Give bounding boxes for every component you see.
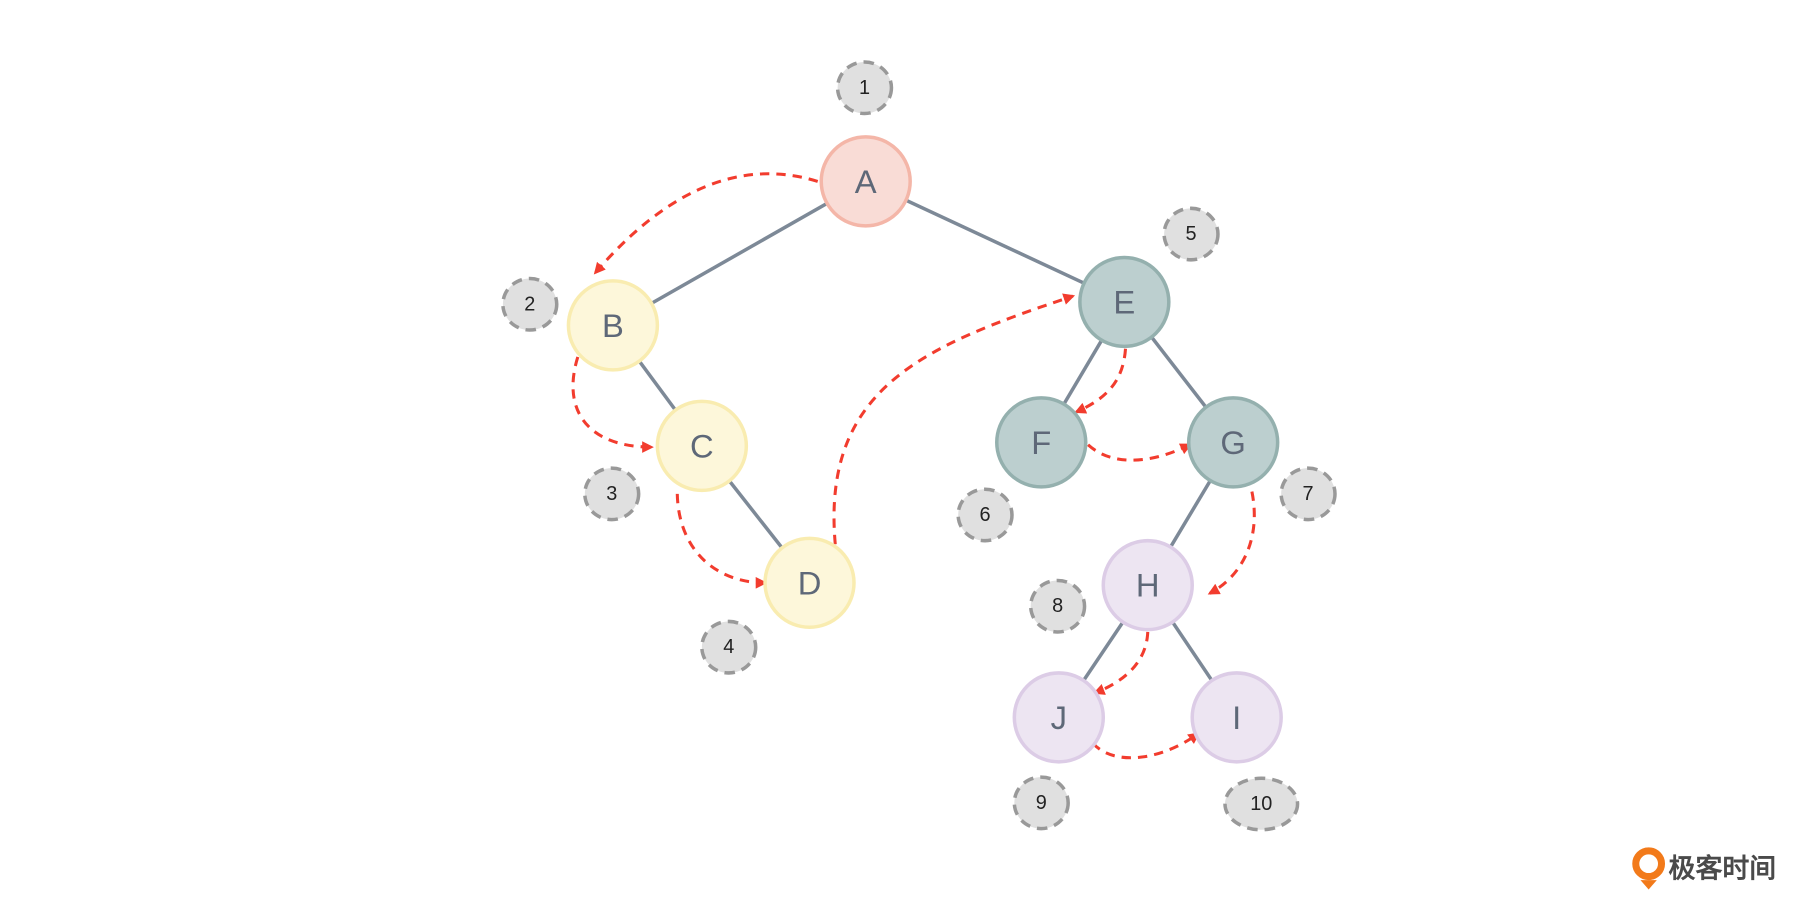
arrow-C-to-D	[675, 493, 768, 589]
order-badge: 10	[1223, 776, 1300, 832]
geektime-logo-icon	[1632, 847, 1666, 890]
badge-label: 1	[859, 77, 870, 99]
node-C: C	[655, 399, 749, 493]
order-badge: 1	[835, 60, 894, 116]
node-circle	[566, 279, 660, 372]
tree-nodes: A B C D E F G H J I	[566, 135, 1283, 764]
arrow-F-to-G	[1087, 443, 1192, 462]
order-badge: 5	[1162, 206, 1220, 262]
node-label: G	[1220, 424, 1245, 461]
node-label: F	[1031, 424, 1051, 461]
order-badge: 2	[501, 276, 559, 332]
node-D: D	[763, 536, 856, 630]
arrow-E-to-F	[1074, 348, 1128, 414]
badge-label: 5	[1186, 223, 1197, 245]
node-A: A	[819, 135, 912, 228]
arrow-J-to-I	[1091, 732, 1200, 760]
arrow-B-to-C	[571, 356, 654, 453]
node-label: H	[1136, 567, 1160, 604]
traversal-arrows	[571, 172, 1256, 760]
arrow-A-to-B	[593, 172, 819, 275]
node-label: C	[690, 427, 714, 464]
node-F: F	[995, 396, 1088, 489]
node-label: J	[1051, 699, 1067, 736]
edge-A-E	[864, 179, 1126, 304]
node-label: B	[602, 307, 624, 344]
geektime-logo: 极客时间	[1632, 847, 1777, 890]
node-circle	[1186, 396, 1280, 489]
badge-label: 9	[1036, 792, 1047, 814]
node-circle	[1190, 671, 1283, 764]
node-E: E	[1078, 255, 1171, 349]
node-B: B	[566, 279, 660, 372]
order-badge: 9	[1012, 775, 1070, 831]
edge-A-B	[612, 179, 867, 327]
node-circle	[763, 536, 856, 630]
arrow-D-to-E	[832, 293, 1076, 545]
node-G: G	[1186, 396, 1280, 489]
node-circle	[1101, 538, 1194, 632]
node-circle	[1078, 255, 1171, 349]
node-circle	[655, 399, 749, 493]
node-circle	[995, 396, 1088, 489]
order-badge: 6	[956, 487, 1014, 543]
node-circle	[1012, 671, 1106, 764]
order-badge: 3	[583, 466, 641, 522]
node-circle	[819, 135, 912, 228]
badge-label: 10	[1250, 793, 1272, 815]
badge-label: 3	[606, 483, 617, 505]
order-badges: 1 2 3 4 5 6 7 8 9 10	[501, 60, 1337, 832]
order-badge: 4	[700, 619, 758, 675]
badge-label: 2	[524, 293, 535, 315]
node-J: J	[1012, 671, 1106, 764]
node-H: H	[1101, 538, 1194, 632]
logo-text: 极客时间	[1669, 853, 1777, 885]
order-badge: 7	[1279, 466, 1337, 522]
node-label: D	[798, 564, 822, 601]
badge-label: 7	[1303, 483, 1314, 505]
node-label: E	[1113, 283, 1135, 320]
node-label: A	[855, 163, 877, 200]
node-I: I	[1190, 671, 1283, 764]
badge-label: 6	[980, 504, 991, 526]
badge-label: 4	[723, 636, 734, 658]
node-label: I	[1232, 699, 1241, 736]
badge-label: 8	[1052, 595, 1063, 617]
order-badge: 8	[1028, 578, 1087, 634]
arrow-G-to-H	[1207, 491, 1256, 595]
arrow-H-to-J	[1092, 631, 1150, 695]
